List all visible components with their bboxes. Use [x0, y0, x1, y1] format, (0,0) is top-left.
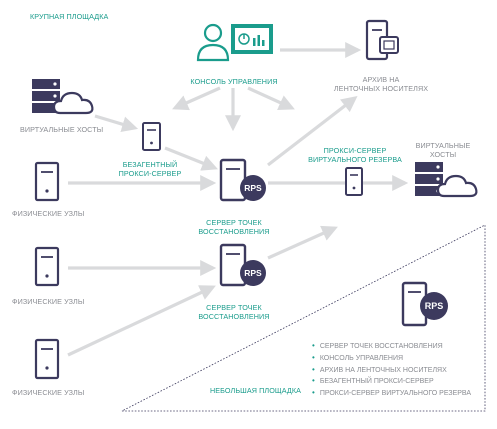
- physical-nodes-label: ФИЗИЧЕСКИЕ УЗЛЫ: [12, 209, 85, 218]
- cloud-icon: [436, 174, 478, 198]
- tower-server-icon: [34, 246, 60, 287]
- tower-server-icon: [34, 161, 60, 202]
- rps-server-label: СЕРВЕР ТОЧЕК: [206, 303, 262, 312]
- legend-item: •СЕРВЕР ТОЧЕК ВОССТАНОВЛЕНИЯ: [312, 341, 443, 350]
- virtual-hosts-label: ВИРТУАЛЬНЫЕ: [415, 141, 471, 150]
- rps-badge: RPS: [425, 301, 444, 311]
- virtual-hosts-label: ВИРТУАЛЬНЫЕ ХОСТЫ: [20, 125, 104, 134]
- bullet-icon: •: [312, 376, 315, 386]
- legend-item: •БЕЗАГЕНТНЫЙ ПРОКСИ-СЕРВЕР: [312, 376, 434, 386]
- tower-server-icon: [345, 167, 363, 196]
- rps-server-icon: [219, 243, 266, 287]
- physical-nodes-label: ФИЗИЧЕСКИЕ УЗЛЫ: [12, 297, 85, 306]
- physical-nodes-label: ФИЗИЧЕСКИЕ УЗЛЫ: [12, 388, 85, 397]
- rps-server-label: ВОССТАНОВЛЕНИЯ: [198, 227, 270, 236]
- tape-archive-label: ЛЕНТОЧНЫХ НОСИТЕЛЯХ: [333, 84, 429, 93]
- small-site-region: [121, 224, 486, 412]
- large-site-label: КРУПНАЯ ПЛОЩАДКА: [30, 12, 109, 21]
- bullet-icon: •: [312, 352, 315, 362]
- monitor-chart-icon: [231, 24, 273, 54]
- tower-server-icon: [142, 122, 161, 151]
- agentless-proxy-label: БЕЗАГЕНТНЫЙ: [122, 160, 178, 169]
- rps-badge: RPS: [244, 268, 262, 278]
- agentless-proxy-label: ПРОКСИ-СЕРВЕР: [118, 169, 182, 178]
- bullet-icon: •: [312, 364, 315, 374]
- legend-item: •АРХИВ НА ЛЕНТОЧНЫХ НОСИТЕЛЯХ: [312, 364, 447, 374]
- tape-server-icon: [365, 19, 399, 61]
- user-icon: [196, 23, 230, 62]
- bullet-icon: •: [312, 388, 315, 398]
- vstandby-proxy-label: ПРОКСИ-СЕРВЕР: [323, 146, 387, 155]
- cloud-icon: [52, 91, 94, 115]
- data-flow-arrows: [67, 42, 409, 357]
- legend: •СЕРВЕР ТОЧЕК ВОССТАНОВЛЕНИЯ •КОНСОЛЬ УП…: [312, 341, 471, 400]
- small-site-label: НЕБОЛЬШАЯ ПЛОЩАДКА: [210, 386, 302, 395]
- tape-archive-label: АРХИВ НА: [362, 75, 400, 84]
- tower-server-icon: [34, 338, 60, 380]
- vstandby-proxy-label: ВИРТУАЛЬНОГО РЕЗЕРВА: [308, 155, 402, 164]
- rps-badge: RPS: [244, 183, 262, 193]
- legend-item: •ПРОКСИ-СЕРВЕР ВИРТУАЛЬНОГО РЕЗЕРВА: [312, 388, 472, 398]
- rps-server-icon: [219, 158, 266, 202]
- rps-server-icon: [401, 281, 448, 327]
- console-label: КОНСОЛЬ УПРАВЛЕНИЯ: [190, 77, 278, 86]
- legend-item: •КОНСОЛЬ УПРАВЛЕНИЯ: [312, 352, 404, 362]
- rps-server-label: ВОССТАНОВЛЕНИЯ: [198, 312, 270, 321]
- rps-server-label: СЕРВЕР ТОЧЕК: [206, 218, 262, 227]
- virtual-hosts-label: ХОСТЫ: [429, 150, 457, 159]
- bullet-icon: •: [312, 341, 315, 350]
